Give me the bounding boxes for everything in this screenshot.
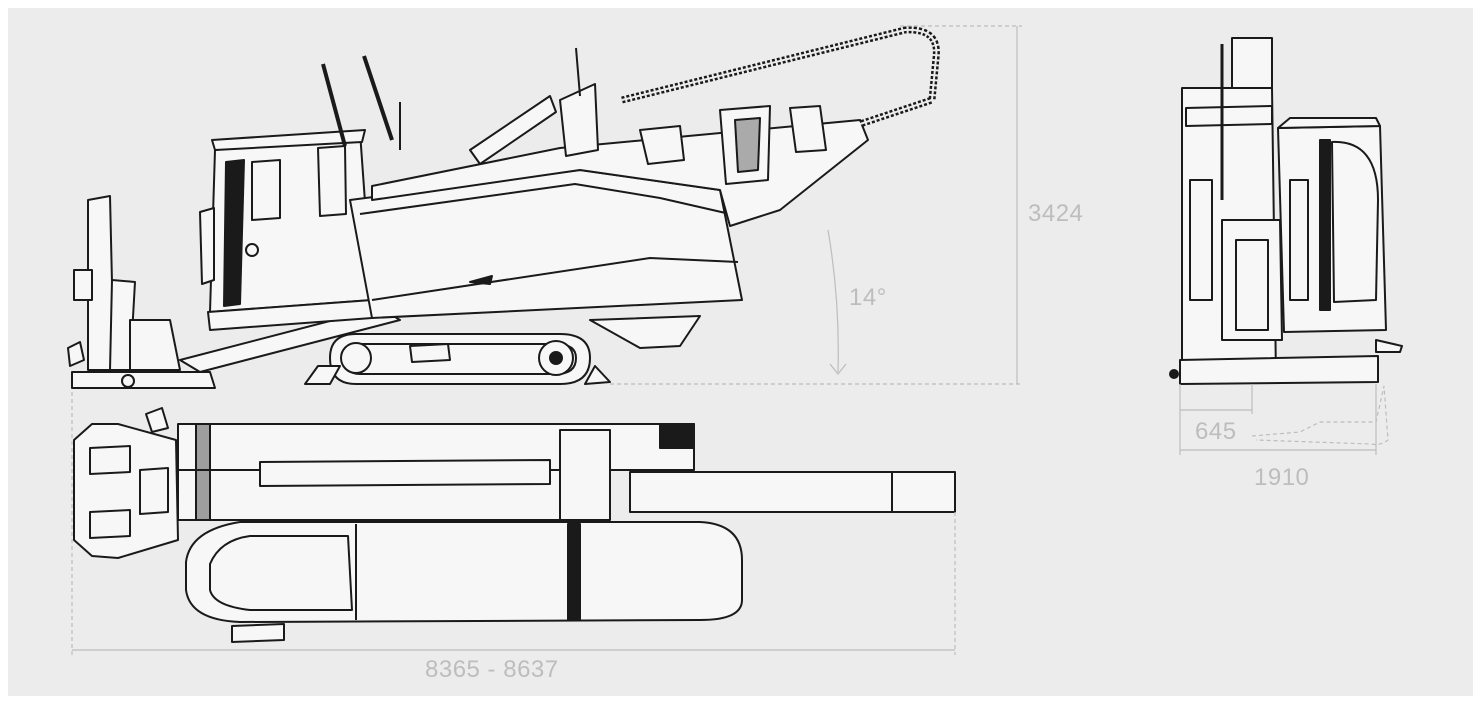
width-label: 1910: [1254, 464, 1310, 491]
front-engine-block: [1235, 239, 1269, 331]
idler-hub: [549, 351, 563, 365]
cable-carrier-chain-center: [621, 28, 938, 125]
front-right-cylinder: [1289, 179, 1309, 301]
lower-rail: [179, 307, 401, 373]
rotary-head-motor: [734, 117, 761, 173]
angle-label: 14°: [849, 284, 887, 311]
vise-clamp: [129, 319, 181, 371]
dimension-lines: [71, 25, 1389, 655]
angle-arrowhead: [829, 363, 847, 375]
housing-logo-mark: [469, 275, 493, 285]
front-handle: [67, 341, 85, 367]
antenna-right: [362, 55, 394, 141]
top-rotary-head: [559, 429, 611, 521]
sub-saver: [639, 125, 685, 165]
cab-door-seal: [223, 159, 245, 307]
cab-window: [251, 159, 281, 221]
vise-column: [109, 279, 136, 371]
front-pin-left: [1169, 369, 1179, 379]
cab-roof: [211, 129, 366, 151]
top-end-block: [659, 423, 695, 449]
top-vise-lower-jaw: [89, 509, 131, 539]
side-view: [67, 47, 869, 389]
front-view: [1169, 37, 1403, 385]
rear-outrigger: [304, 365, 341, 385]
mast-whip: [575, 47, 581, 97]
front-cab-roof: [1277, 117, 1381, 129]
front-track-base: [1179, 355, 1379, 385]
housing-lower-crease: [371, 257, 739, 301]
rear-sprocket: [340, 342, 372, 374]
front-left-cylinder: [1189, 179, 1213, 301]
length-label: 8365 - 8637: [425, 656, 559, 683]
top-vise-center: [139, 467, 169, 515]
top-step: [231, 623, 285, 643]
front-pin: [121, 374, 135, 388]
cab-rear-window: [317, 145, 347, 217]
front-vise-block: [73, 269, 93, 301]
hose-manifold: [789, 105, 827, 153]
offset-label: 645: [1195, 418, 1237, 445]
front-rod-rack: [1185, 105, 1273, 127]
housing-crease: [359, 183, 731, 215]
track-frame-plate: [409, 343, 451, 363]
top-engine-housing: [185, 521, 743, 623]
top-rear-bulkhead: [195, 423, 211, 521]
top-housing-band: [567, 523, 581, 621]
antenna-left: [321, 63, 347, 147]
top-cab-roof: [209, 535, 353, 611]
front-step: [1375, 339, 1403, 353]
front-cab-window: [1331, 140, 1379, 303]
height-label: 3424: [1028, 200, 1084, 227]
top-vise-lever: [145, 407, 169, 433]
top-frame-extension: [629, 471, 956, 513]
top-carriage: [259, 459, 551, 487]
cab-mirror-panel: [199, 207, 215, 285]
mast-top-panel: [469, 95, 557, 165]
front-mast-top: [1231, 37, 1273, 91]
carriage-lower: [589, 315, 701, 349]
front-base-plate: [71, 371, 216, 389]
rod-loader-box: [559, 83, 599, 157]
top-vise-upper-jaw: [89, 445, 131, 475]
crawler-track: [329, 333, 591, 385]
front-stabilizer-arm: [87, 195, 115, 371]
top-view: [73, 407, 956, 643]
front-cab-pillar: [1319, 139, 1331, 311]
outrigger-ghost-outline: [1251, 385, 1389, 446]
front-outrigger: [584, 365, 611, 385]
angle-arc: [827, 229, 839, 373]
cab-door-handle: [245, 243, 259, 257]
